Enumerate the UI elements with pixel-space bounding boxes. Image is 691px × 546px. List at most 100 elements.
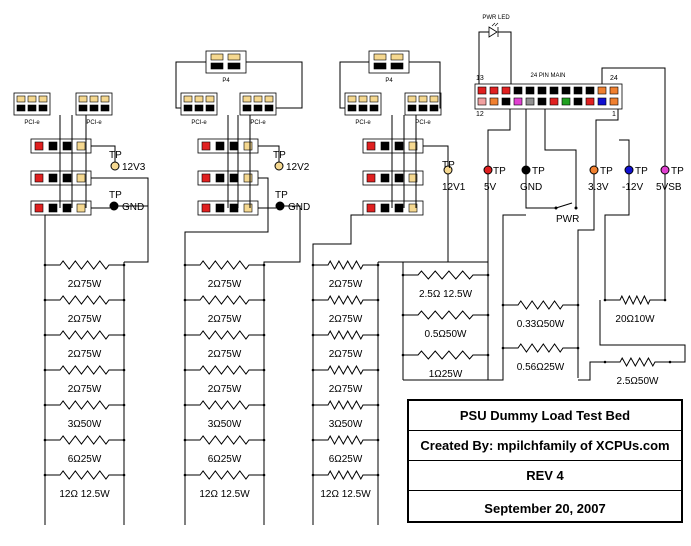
resistor-bank3-4: 2Ω75W — [311, 364, 380, 395]
connector-pin — [89, 95, 99, 103]
resistor-symbol — [313, 294, 378, 306]
resistor-terminal — [262, 438, 266, 442]
strip-terminal — [62, 203, 72, 213]
strip-body — [362, 170, 424, 186]
test-point-voltage-label: 12V1 — [442, 182, 466, 193]
wire — [378, 174, 449, 263]
pin-13-label: 13 — [476, 75, 484, 82]
test-point-tp-label: TP — [273, 150, 286, 161]
strip-terminal — [229, 141, 239, 151]
test-point-m12v: TP-12V — [622, 165, 648, 193]
strip-terminal — [408, 141, 418, 151]
connector-pin — [227, 53, 241, 61]
resistor-terminal — [311, 368, 315, 372]
atx-pin — [513, 97, 523, 106]
pcie-connector-right: PCI-e — [75, 92, 113, 126]
wire — [246, 61, 303, 109]
resistor-terminal — [122, 368, 126, 372]
resistor-value: 3Ω50W — [329, 419, 363, 430]
resistor-bank3-6: 6Ω25W — [311, 434, 380, 465]
strip-terminal — [380, 141, 390, 151]
connector-pin — [210, 53, 224, 61]
atx-pin — [585, 86, 595, 95]
resistor-symbol — [45, 365, 124, 375]
connector-pin — [418, 95, 428, 103]
resistor-terminal — [311, 333, 315, 337]
wire — [599, 300, 686, 363]
strip-terminal — [48, 173, 58, 183]
connector-label: PCI-e — [415, 120, 431, 126]
atx-pin — [525, 97, 535, 106]
strip-terminal — [366, 141, 376, 151]
test-point-voltage-label: 5VSB — [656, 182, 682, 193]
strip-terminal — [62, 141, 72, 151]
title-block: PSU Dummy Load Test Bed Created By: mpil… — [407, 399, 683, 523]
connector-pin — [390, 53, 404, 61]
resistor-5v-2: 0.5Ω50W — [401, 310, 490, 340]
connector-label: PCI-e — [86, 120, 102, 126]
wire — [544, 109, 577, 208]
connector-pin — [27, 104, 37, 112]
connector-pin — [27, 95, 37, 103]
resistor-terminal — [43, 438, 47, 442]
resistor-terminal — [486, 313, 490, 317]
resistor-symbol — [185, 260, 264, 270]
atx-main-connector-body — [474, 83, 623, 110]
test-point-marker — [521, 165, 531, 175]
resistor-symbol — [313, 364, 378, 376]
wire — [498, 31, 512, 84]
resistor-terminal — [501, 303, 505, 307]
strip-terminal — [394, 173, 404, 183]
resistor-symbol — [185, 295, 264, 305]
resistor-value: 6Ω25W — [329, 454, 363, 465]
resistor-value: 3Ω50W — [208, 419, 242, 430]
resistor-terminal — [486, 353, 490, 357]
terminal-strip-bottom — [30, 200, 92, 216]
led-ray — [491, 22, 496, 27]
p4-connector: P4 — [368, 50, 410, 84]
resistor-value: 1Ω25W — [429, 369, 463, 380]
resistor-bank3-1: 2Ω75W — [311, 259, 380, 290]
connector-pin — [100, 104, 110, 112]
pwr-led-label: PWR LED — [482, 15, 510, 21]
resistor-terminal — [376, 298, 380, 302]
resistor-bank1-7: 12Ω 12.5W — [43, 470, 126, 500]
resistor-value: 12Ω 12.5W — [59, 489, 110, 500]
atx-pin — [501, 86, 511, 95]
atx-pin — [561, 86, 571, 95]
test-point-marker — [110, 161, 120, 171]
connector-pin — [418, 104, 428, 112]
connector-pin — [210, 62, 224, 70]
connector-pin — [183, 104, 193, 112]
resistor-value: 2Ω75W — [329, 384, 363, 395]
connector-pin — [358, 104, 368, 112]
connector-label: PCI-e — [191, 120, 207, 126]
connector-pin — [347, 95, 357, 103]
resistor-symbol — [185, 435, 264, 445]
resistor-terminal — [122, 298, 126, 302]
resistor-symbol — [45, 470, 124, 480]
atx-pin — [525, 86, 535, 95]
resistor-terminal — [311, 438, 315, 442]
connector-pin — [242, 104, 252, 112]
strip-terminal — [380, 203, 390, 213]
connector-pin — [16, 95, 26, 103]
resistor-terminal — [576, 303, 580, 307]
pin-24-label: 24 — [610, 75, 618, 82]
strip-body — [362, 200, 424, 216]
wire — [263, 205, 301, 525]
atx-pin — [489, 97, 499, 106]
resistor-3v3-1: 0.33Ω50W — [501, 300, 580, 330]
test-point-marker — [483, 165, 493, 175]
wire — [339, 61, 369, 109]
wire — [619, 139, 630, 166]
atx-pin — [561, 97, 571, 106]
test-point-voltage-label: 12V3 — [122, 162, 146, 173]
resistor-bank1-4: 2Ω75W — [43, 365, 126, 395]
resistor-terminal — [401, 273, 405, 277]
resistor-bank1-1: 2Ω75W — [43, 260, 126, 290]
strip-terminal — [48, 203, 58, 213]
resistor-terminal — [262, 473, 266, 477]
